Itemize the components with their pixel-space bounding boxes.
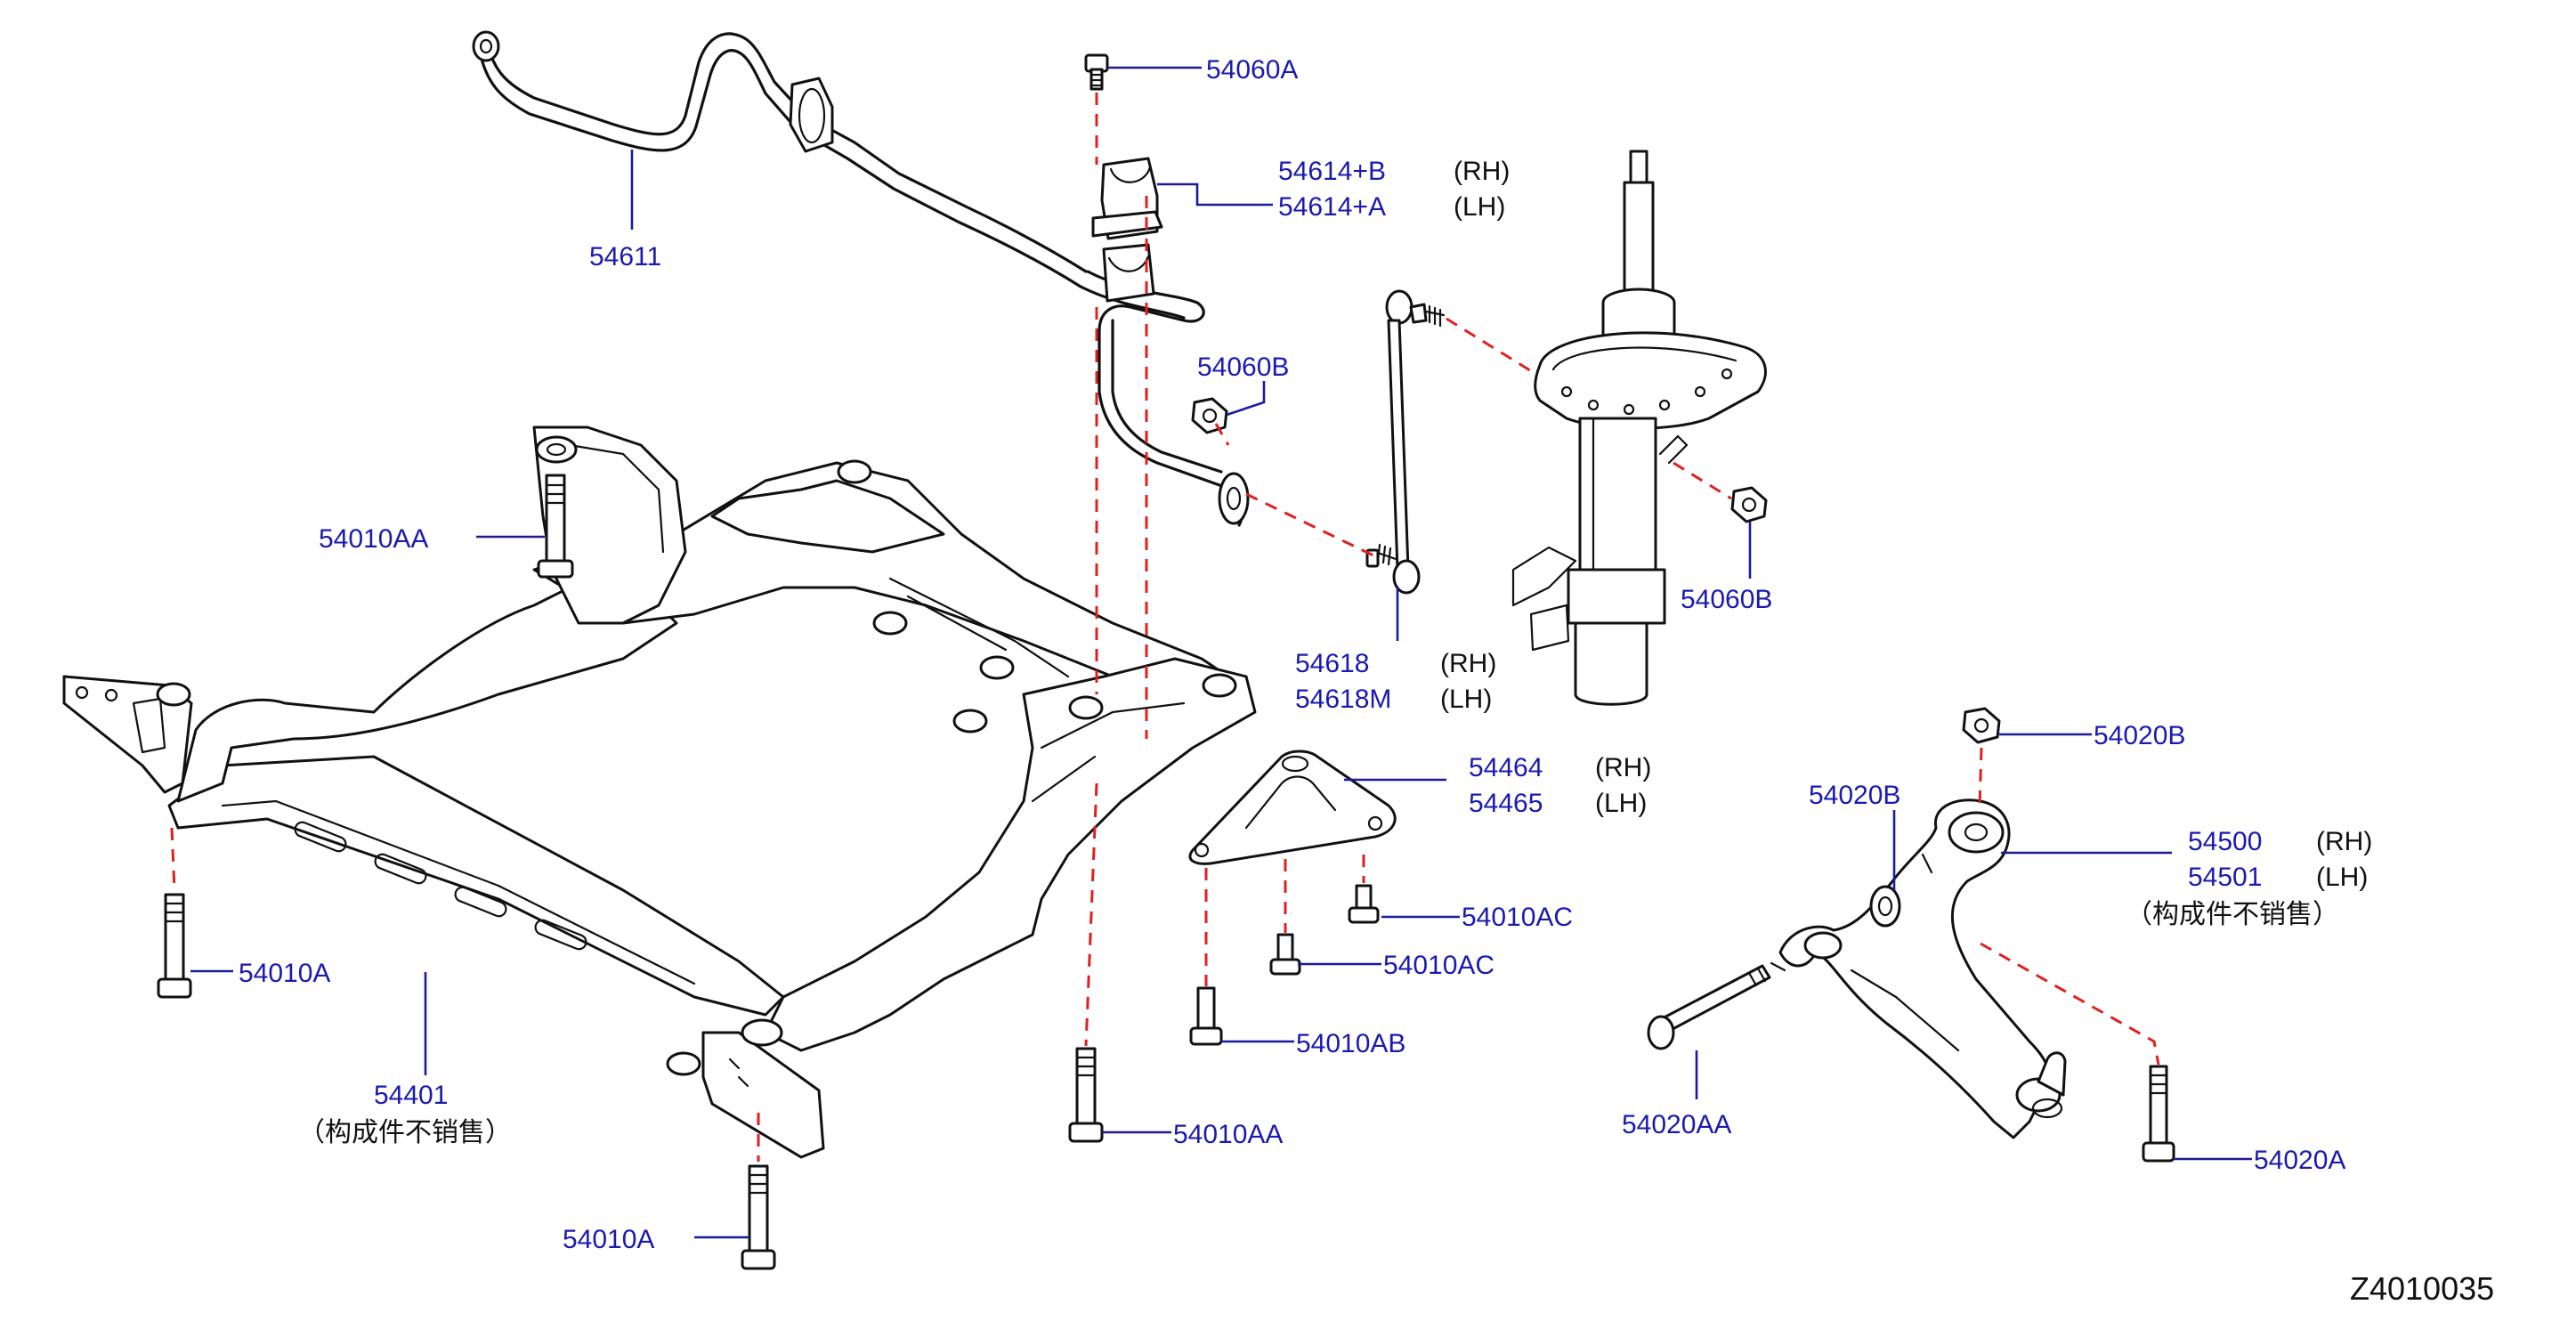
label-54464: 54464	[1469, 753, 1543, 782]
label-54060B-strut: 54060B	[1681, 585, 1772, 614]
bolt-54010A-bottom	[741, 1164, 776, 1270]
label-54010A-bottom: 54010A	[563, 1225, 654, 1254]
nut-54060B-link	[1191, 397, 1228, 434]
stabilizer-bar	[472, 30, 1250, 527]
label-54020B-top: 54020B	[2094, 721, 2185, 750]
side-lh-54501: (LH)	[2316, 863, 2368, 892]
label-54465: 54465	[1469, 789, 1543, 818]
stabilizer-bushing-and-bracket	[1091, 157, 1163, 303]
note-54401: （构成件不销售）	[298, 1117, 512, 1148]
label-54010AC-lower: 54010AC	[1383, 951, 1495, 980]
label-54010AA-top: 54010AA	[319, 524, 428, 554]
bolt-54060A	[1084, 53, 1109, 91]
drawing-code: Z4010035	[2350, 1270, 2494, 1307]
label-54020A: 54020A	[2254, 1146, 2345, 1175]
part-labels: 54060A 54614+B (RH) 54614+A (LH) 54611 5…	[239, 55, 2494, 1307]
label-54060A: 54060A	[1206, 55, 1298, 85]
label-54618M: 54618M	[1295, 685, 1391, 714]
member-stay-54464	[1188, 750, 1397, 865]
note-54500: （构成件不销售）	[2126, 899, 2339, 930]
bolt-54010A-left	[157, 893, 192, 999]
transverse-link	[1778, 798, 2067, 1139]
label-54060B-link: 54060B	[1197, 353, 1289, 382]
bolt-54020AA	[1647, 961, 1786, 1050]
washer-54020B	[1869, 885, 1901, 928]
label-54010AB: 54010AB	[1296, 1029, 1405, 1058]
label-54010AC-upper: 54010AC	[1462, 903, 1573, 932]
label-54500: 54500	[2188, 827, 2262, 856]
side-rh-54618: (RH)	[1440, 649, 1496, 678]
label-54618: 54618	[1295, 649, 1369, 678]
label-54614A: 54614+A	[1278, 192, 1386, 222]
bolt-54010AC-upper	[1348, 884, 1380, 924]
label-54020AA: 54020AA	[1622, 1110, 1731, 1139]
bolt-54010AA-top	[537, 474, 574, 579]
stabilizer-link	[1365, 289, 1446, 595]
side-lh-54614A: (LH)	[1454, 192, 1505, 222]
label-54401: 54401	[374, 1081, 448, 1110]
side-lh-54618M: (LH)	[1440, 685, 1492, 714]
nut-54020B-top	[1962, 707, 2001, 744]
label-54501: 54501	[2188, 863, 2262, 892]
label-54614B: 54614+B	[1278, 157, 1386, 186]
leader-lines	[190, 66, 2252, 1239]
side-rh-54464: (RH)	[1595, 753, 1651, 782]
assembly-lines	[170, 93, 2160, 1162]
label-54020B-mid: 54020B	[1809, 781, 1900, 810]
bolt-54010AB	[1189, 986, 1223, 1046]
side-lh-54465: (LH)	[1595, 789, 1647, 818]
side-rh-54500: (RH)	[2316, 827, 2372, 856]
bolt-54010AA-bottom	[1068, 1047, 1104, 1143]
nut-54060B-strut	[1730, 486, 1768, 523]
label-54611: 54611	[589, 242, 661, 271]
bolt-54010AC-lower	[1269, 933, 1301, 976]
bolt-54020A	[2142, 1065, 2175, 1163]
side-rh-54614B: (RH)	[1454, 157, 1510, 186]
label-54010AA-bottom: 54010AA	[1173, 1120, 1283, 1149]
strut-assembly	[1511, 150, 1767, 706]
label-54010A-left: 54010A	[239, 959, 330, 988]
